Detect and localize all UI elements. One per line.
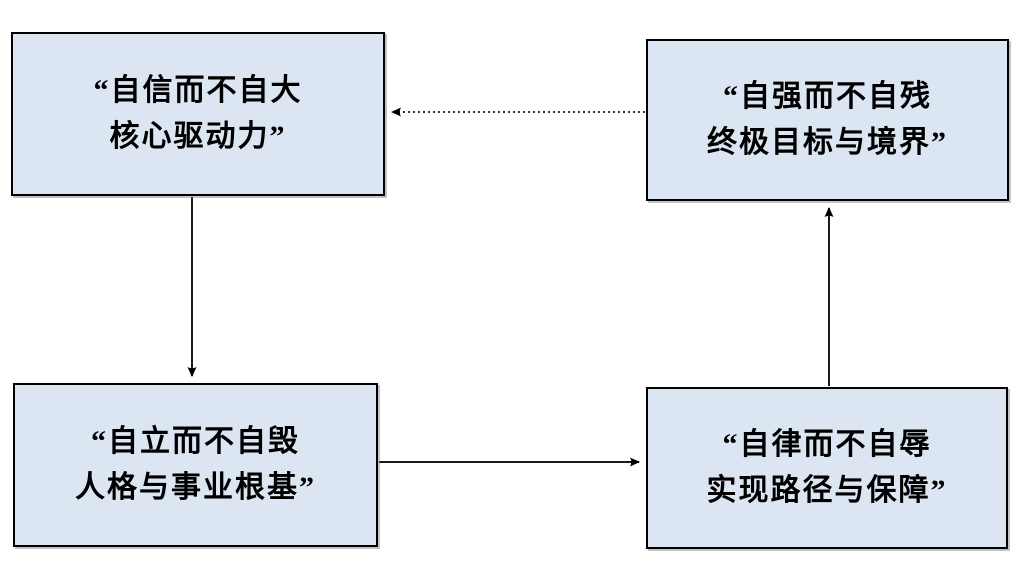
node-text-line1: “自立而不自毁 xyxy=(91,424,300,458)
node-top-right: “自强而不自残 终极目标与境界” xyxy=(646,39,1009,201)
node-bottom-right: “自律而不自辱 实现路径与保障” xyxy=(646,387,1008,549)
node-text-line2: 人格与事业根基” xyxy=(75,471,316,504)
node-text-line1: “自强而不自残 xyxy=(723,79,932,113)
node-text-line2: 实现路径与保障” xyxy=(706,474,948,507)
node-text-line2: 核心驱动力” xyxy=(109,120,287,153)
node-top-left: “自信而不自大 核心驱动力” xyxy=(11,32,385,196)
node-text-line2: 终极目标与境界” xyxy=(707,126,948,159)
node-text-line1: “自信而不自大 xyxy=(93,73,303,107)
node-text-line1: “自律而不自辱 xyxy=(722,427,932,461)
node-bottom-left: “自立而不自毁 人格与事业根基” xyxy=(13,383,378,547)
